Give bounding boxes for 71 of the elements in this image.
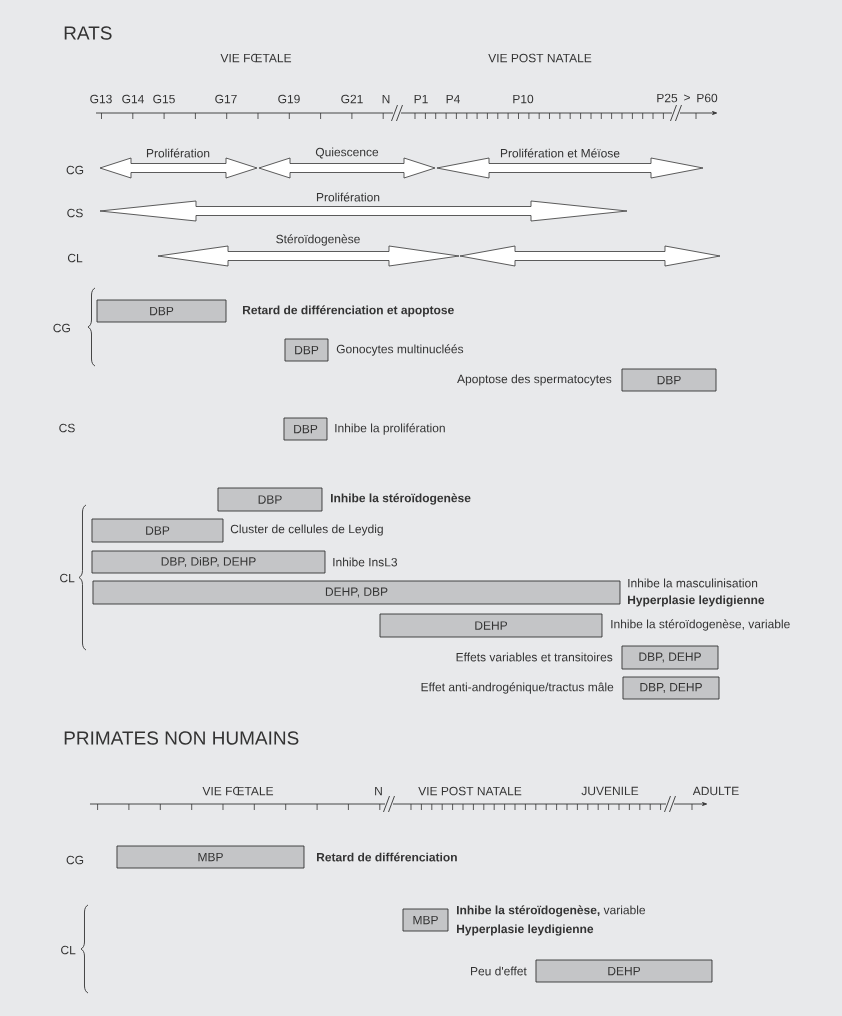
effect-note: Inhibe la stéroïdogenèse (331, 493, 471, 505)
exposure-bar: DBP (284, 338, 329, 362)
exposure-bar: MBP (116, 845, 305, 869)
effect-note: Effet anti-androgénique/tractus mâle (421, 682, 614, 694)
phase-band: Prolifération (99, 192, 628, 222)
period-label: VIE FŒTALE (220, 53, 292, 63)
exposure-bar: DBP, DEHP (622, 676, 720, 700)
period-label: VIE FŒTALE (202, 786, 274, 796)
effect-note: Hyperplasie leydigienne (457, 924, 594, 936)
effect-note: Gonocytes multinucléés (336, 344, 464, 356)
node-label: Prolifération et Méïose (500, 148, 620, 158)
node-label: Quiescence (315, 147, 379, 159)
phase-band: Quiescence (258, 147, 436, 179)
period-label: N (375, 786, 382, 796)
row-label: CL (67, 253, 83, 263)
effect-note: Inhibe la stéroïdogenèse, variable (457, 905, 646, 917)
section-heading: PRIMATES NON HUMAINS (64, 731, 299, 745)
tick-label: P1 (414, 94, 428, 104)
effect-note: Inhibe la stéroïdogenèse, variable (611, 619, 790, 631)
effect-note: Apoptose des spermatocytes (457, 374, 612, 386)
node-label: Prolifération (146, 148, 210, 158)
row-label: CG (66, 165, 84, 175)
period-label: JUVENILE (581, 786, 639, 796)
node-label: Prolifération (316, 192, 380, 202)
tick-label: P60 (697, 93, 718, 103)
effect-note: Peu d'effet (471, 966, 527, 976)
row-label: CG (66, 855, 84, 865)
tick-label: G15 (153, 94, 175, 104)
phase-band: Prolifération et Méïose (436, 148, 704, 179)
exposure-bar: DBP (283, 417, 328, 441)
effect-note: Retard de différenciation et apoptose (243, 305, 454, 317)
phase-band: Stéroïdogenèse (157, 234, 460, 267)
effect-note: Retard de différenciation (317, 852, 457, 862)
effect-note: Inhibe la prolifération (335, 423, 445, 435)
tick-label: G14 (122, 94, 144, 104)
tick-label: P4 (446, 94, 460, 104)
node-label: Stéroïdogenèse (276, 234, 360, 246)
effect-note: Hyperplasie leydigienne (628, 595, 765, 607)
exposure-bar: DBP (217, 487, 323, 512)
effect-note: Cluster de cellules de Leydig (230, 524, 383, 536)
row-label: CG (53, 323, 70, 333)
effect-note: Inhibe InsL3 (333, 557, 398, 567)
row-label: CS (59, 423, 75, 433)
period-label: VIE POST NATALE (488, 53, 592, 63)
exposure-bar: DBP, DEHP (621, 645, 719, 670)
section-heading: RATS (64, 26, 112, 40)
tick-label: N (382, 94, 390, 104)
tick-label: G13 (90, 94, 112, 104)
exposure-bar: DBP, DiBP, DEHP (91, 550, 326, 574)
exposure-bar: DEHP (379, 613, 603, 638)
row-label: CL (61, 945, 76, 955)
row-label: CS (67, 208, 83, 218)
tick-label: G21 (341, 94, 363, 104)
exposure-bar: MBP (402, 908, 449, 932)
tick-label: P25 (657, 93, 678, 103)
exposure-bar: DBP (621, 368, 717, 392)
phase-band: Prolifération (99, 148, 258, 179)
tick-label: > (684, 94, 690, 101)
tick-label: G19 (278, 94, 300, 104)
tick-label: G17 (215, 94, 237, 104)
effect-note: Effets variables et transitoires (456, 652, 613, 662)
phase-band (459, 245, 721, 267)
period-label: ADULTE (692, 786, 739, 796)
exposure-bar: DBP (96, 299, 227, 323)
exposure-bar: DEHP, DBP (92, 580, 621, 605)
row-label: CL (60, 573, 75, 583)
period-label: VIE POST NATALE (418, 786, 522, 796)
effect-note: Inhibe la masculinisation (628, 578, 758, 588)
exposure-bar: DEHP (535, 959, 713, 983)
tick-label: P10 (513, 94, 534, 104)
exposure-bar: DBP (91, 518, 224, 543)
